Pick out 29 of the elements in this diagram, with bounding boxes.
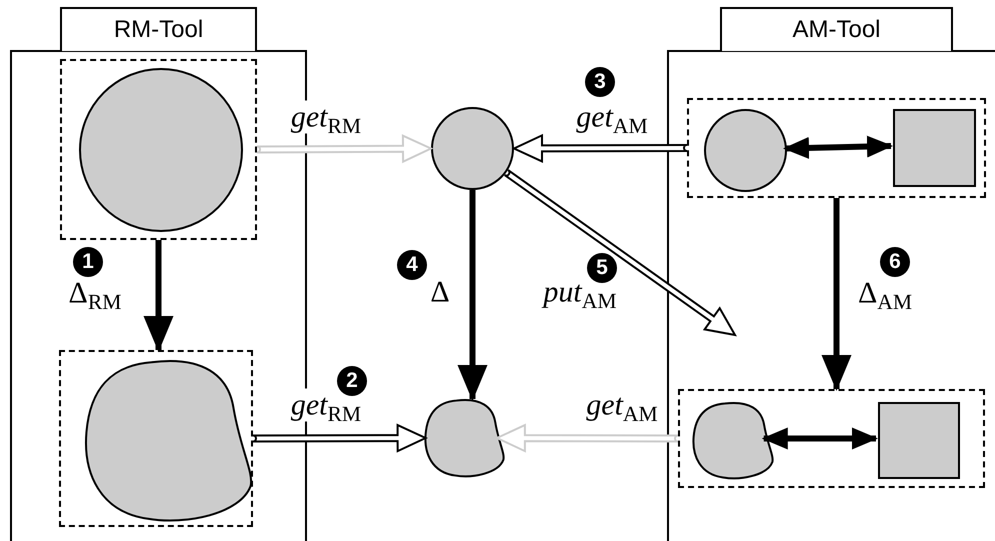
arrow xyxy=(458,190,488,401)
double-headed-arrow xyxy=(783,136,893,159)
blob-shape xyxy=(692,402,774,479)
callout-number: 2 xyxy=(337,366,367,396)
arrow xyxy=(496,424,679,452)
edge-label: get$_{RM}$ xyxy=(288,100,364,134)
blob-shape xyxy=(424,399,505,477)
dashed-group-box xyxy=(678,389,985,488)
callout-number: 6 xyxy=(880,247,910,277)
arrow xyxy=(504,169,736,336)
dashed-group-box xyxy=(59,350,253,527)
arrow xyxy=(822,198,852,391)
double-headed-arrow xyxy=(762,428,878,450)
square-shape xyxy=(878,402,960,479)
panel-title-tab: RM-Tool xyxy=(60,7,257,51)
arrow xyxy=(256,134,432,163)
callout-number: 4 xyxy=(397,250,427,280)
panel-title-tab: AM-Tool xyxy=(720,7,953,51)
callout-number: 5 xyxy=(587,253,617,283)
callout-number: 3 xyxy=(585,67,615,97)
arrow xyxy=(252,424,427,452)
dashed-group-box xyxy=(687,98,986,198)
callout-number: 1 xyxy=(73,247,103,277)
arrow xyxy=(144,240,174,352)
square-shape xyxy=(893,109,976,187)
edge-label: get$_{RM}$ xyxy=(288,388,364,422)
arrow xyxy=(513,134,688,162)
blob-shape xyxy=(83,359,254,522)
dashed-group-box xyxy=(60,59,257,240)
